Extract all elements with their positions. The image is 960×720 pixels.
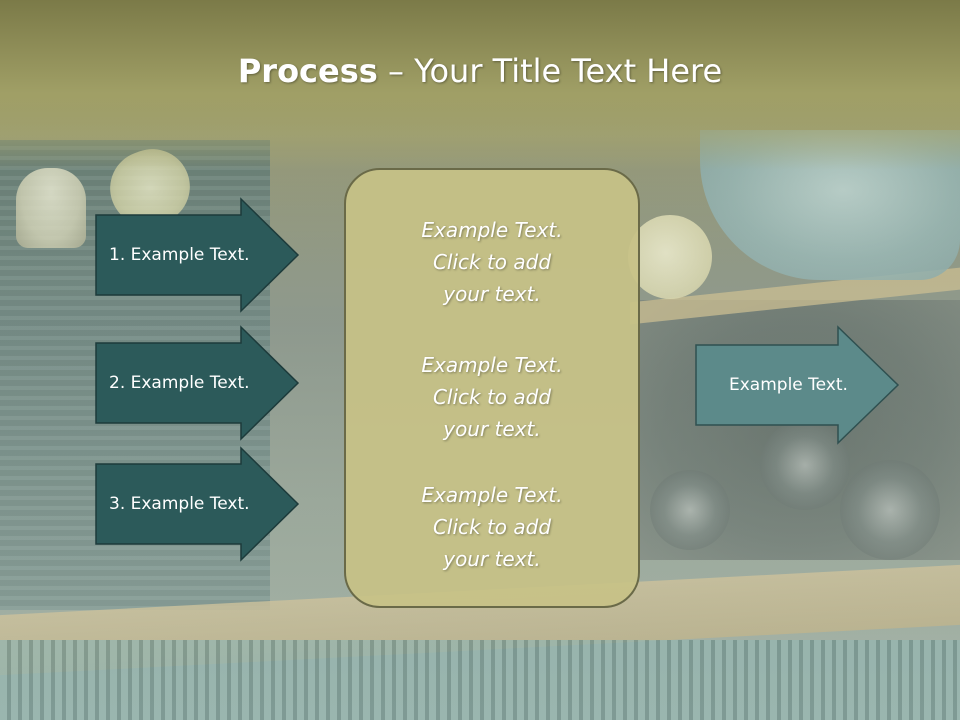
center-text-block-3[interactable]: Example Text. Click to add your text. — [346, 479, 638, 575]
step-label-3: 3. Example Text. — [109, 494, 250, 514]
center-text-line: Example Text. — [421, 218, 563, 242]
center-panel[interactable]: Example Text. Click to add your text. Ex… — [344, 168, 640, 608]
center-text-block-1[interactable]: Example Text. Click to add your text. — [346, 214, 638, 310]
center-text-line: Example Text. — [421, 483, 563, 507]
title-band — [0, 0, 960, 170]
center-text-line: Click to add — [432, 385, 552, 409]
step-label-2: 2. Example Text. — [109, 373, 250, 393]
arrow-right-icon — [95, 197, 300, 313]
title-bold: Process — [237, 52, 378, 90]
title-rest: – Your Title Text Here — [377, 52, 723, 90]
arrow-right-icon — [95, 446, 300, 562]
arrow-right-icon — [695, 325, 900, 445]
result-arrow[interactable]: Example Text. — [695, 325, 900, 445]
center-text-line: Click to add — [432, 515, 552, 539]
step-arrow-3[interactable]: 3. Example Text. — [95, 446, 300, 562]
center-text-block-2[interactable]: Example Text. Click to add your text. — [346, 349, 638, 445]
center-text-line: your text. — [443, 547, 541, 571]
center-text-line: your text. — [443, 282, 541, 306]
step-arrow-1[interactable]: 1. Example Text. — [95, 197, 300, 313]
result-label: Example Text. — [729, 375, 848, 395]
center-text-line: your text. — [443, 417, 541, 441]
arrow-right-icon — [95, 325, 300, 441]
center-text-line: Click to add — [432, 250, 552, 274]
slide-title[interactable]: Process – Your Title Text Here — [0, 52, 960, 90]
step-label-1: 1. Example Text. — [109, 245, 250, 265]
center-text-line: Example Text. — [421, 353, 563, 377]
step-arrow-2[interactable]: 2. Example Text. — [95, 325, 300, 441]
